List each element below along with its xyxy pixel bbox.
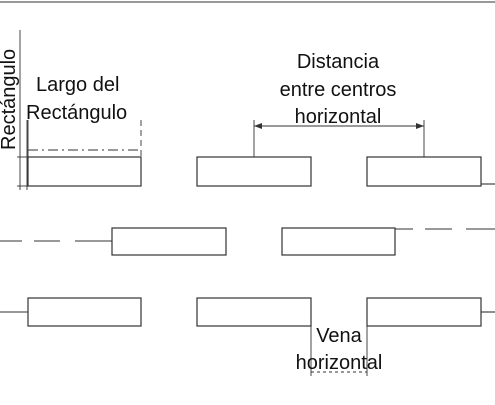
- brick-row3-col2: [196, 297, 312, 327]
- brick-row1-col1: [27, 156, 142, 187]
- vein-label-line1: Vena: [316, 325, 362, 347]
- center-distance-label-line2: entre centros: [280, 79, 397, 101]
- center-distance-label-line1: Distancia: [297, 51, 380, 73]
- brick-row3-col3: [366, 297, 482, 327]
- brick-row2-col1: [111, 227, 227, 256]
- brick-row1-col3: [366, 156, 482, 187]
- center-arrow-left: [254, 123, 262, 129]
- center-arrow-right: [416, 123, 424, 129]
- vein-label-line2: horizontal: [296, 352, 383, 374]
- center-distance-label-line3: horizontal: [295, 106, 382, 128]
- brick-row1-col2: [196, 156, 312, 187]
- brick-row3-col1: [27, 297, 142, 327]
- rect-height-label: Rectángulo: [0, 49, 20, 150]
- rect-length-label-line2: Rectángulo: [26, 102, 127, 124]
- rect-length-label-line1: Largo del: [36, 74, 119, 96]
- brick-row2-col2: [281, 227, 396, 256]
